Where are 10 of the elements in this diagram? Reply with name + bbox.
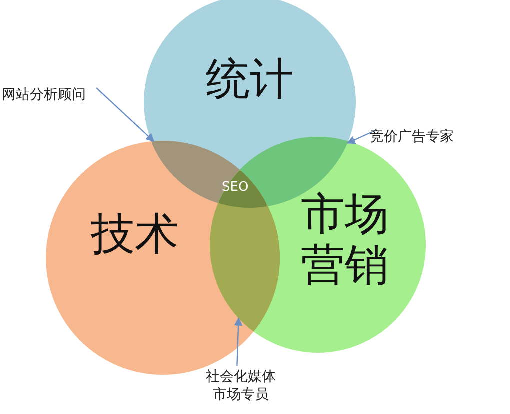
circle-label: 技术 (90, 210, 180, 261)
overlap-label: SEO (222, 180, 249, 195)
role-label: 社会化媒体市场专员 (205, 368, 277, 404)
leader-line (346, 129, 378, 144)
leader-line (234, 317, 243, 366)
circle-label: 统计 (205, 55, 295, 106)
role-label: 竞价广告专家 (370, 128, 454, 146)
role-label: 网站分析顾问 (2, 86, 86, 104)
circle-label: 市场营销 (300, 190, 390, 292)
leader-line (96, 88, 155, 142)
